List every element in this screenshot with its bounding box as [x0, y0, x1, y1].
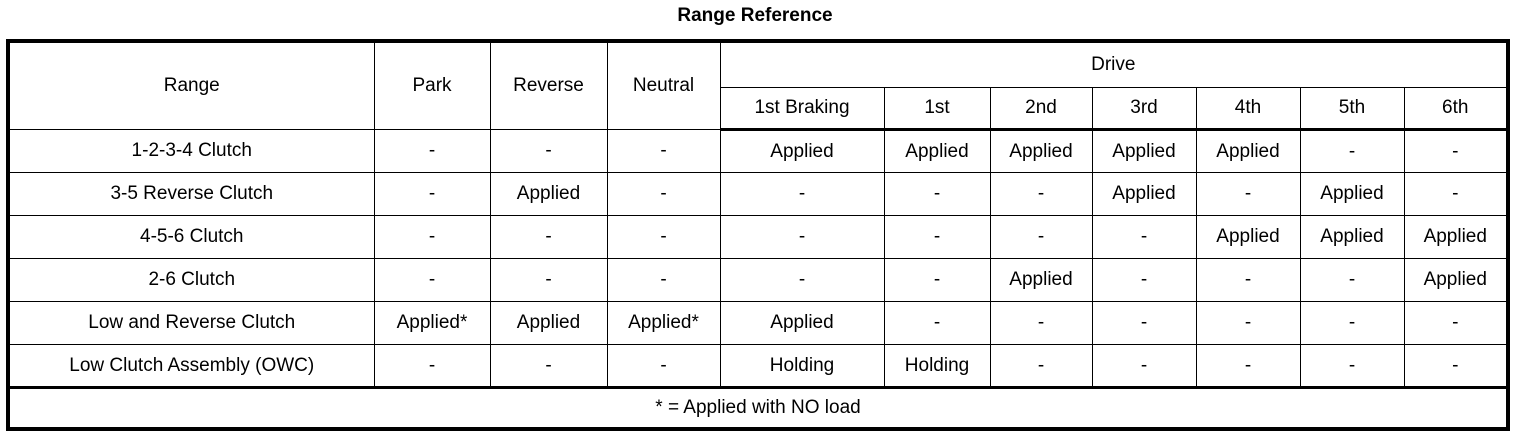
- table-row: 3-5 Reverse Clutch - Applied - - - - App…: [7, 171, 1509, 216]
- cell-6th: -: [1403, 128, 1509, 173]
- cell-4th: Applied: [1195, 128, 1301, 173]
- table-row: Low and Reverse Clutch Applied* Applied …: [7, 300, 1509, 345]
- cell-3rd: Applied: [1091, 128, 1197, 173]
- cell-1st-braking: -: [719, 257, 885, 302]
- cell-4th: -: [1195, 300, 1301, 345]
- column-header-range: Range: [7, 40, 375, 130]
- cell-5th: -: [1299, 257, 1405, 302]
- cell-1st-braking: Applied: [719, 128, 885, 173]
- cell-1st: -: [883, 171, 991, 216]
- cell-5th: -: [1299, 300, 1405, 345]
- footnote-text: * = Applied with NO load: [7, 385, 1509, 430]
- cell-1st: Holding: [883, 343, 991, 388]
- table-body: 1-2-3-4 Clutch - - - Applied Applied App…: [7, 128, 1509, 430]
- column-header-6th: 6th: [1403, 86, 1509, 131]
- cell-neutral: Applied*: [606, 300, 721, 345]
- cell-neutral: -: [606, 257, 721, 302]
- cell-park: -: [373, 171, 491, 216]
- cell-reverse: Applied: [489, 300, 608, 345]
- cell-5th: -: [1299, 343, 1405, 388]
- column-header-1st-braking: 1st Braking: [719, 86, 885, 131]
- cell-1st-braking: Applied: [719, 300, 885, 345]
- cell-6th: -: [1403, 300, 1509, 345]
- cell-reverse: -: [489, 214, 608, 259]
- cell-park: -: [373, 257, 491, 302]
- row-label: Low Clutch Assembly (OWC): [7, 343, 375, 388]
- cell-park: -: [373, 214, 491, 259]
- cell-1st: -: [883, 214, 991, 259]
- cell-1st: Applied: [883, 128, 991, 173]
- page-title: Range Reference: [0, 0, 1520, 25]
- cell-park: -: [373, 128, 491, 173]
- cell-3rd: -: [1091, 343, 1197, 388]
- cell-park: Applied*: [373, 300, 491, 345]
- cell-6th: Applied: [1403, 214, 1509, 259]
- cell-3rd: -: [1091, 300, 1197, 345]
- cell-5th: Applied: [1299, 171, 1405, 216]
- cell-6th: Applied: [1403, 257, 1509, 302]
- column-header-reverse: Reverse: [489, 40, 608, 130]
- cell-1st: -: [883, 300, 991, 345]
- cell-3rd: -: [1091, 214, 1197, 259]
- cell-reverse: -: [489, 343, 608, 388]
- column-header-1st: 1st: [883, 86, 991, 131]
- cell-4th: -: [1195, 343, 1301, 388]
- cell-6th: -: [1403, 343, 1509, 388]
- cell-1st-braking: -: [719, 171, 885, 216]
- column-group-header-drive: Drive: [719, 40, 1509, 88]
- cell-3rd: -: [1091, 257, 1197, 302]
- cell-2nd: -: [989, 300, 1093, 345]
- row-label: 1-2-3-4 Clutch: [7, 128, 375, 173]
- cell-2nd: Applied: [989, 128, 1093, 173]
- table-footnote-row: * = Applied with NO load: [7, 385, 1509, 430]
- table-header-sub-row: 1st Braking 1st 2nd 3rd 4th 5th 6th: [8, 86, 1509, 131]
- column-header-2nd: 2nd: [989, 86, 1093, 131]
- cell-4th: -: [1195, 257, 1301, 302]
- range-reference-table-container: Range Park Reverse Neutral Drive 1st Bra…: [6, 39, 1511, 431]
- table-row: Low Clutch Assembly (OWC) - - - Holding …: [7, 343, 1509, 388]
- cell-2nd: -: [989, 343, 1093, 388]
- cell-5th: -: [1299, 128, 1405, 173]
- table-row: 4-5-6 Clutch - - - - - - - Applied Appli…: [7, 214, 1509, 259]
- column-header-4th: 4th: [1195, 86, 1301, 131]
- column-header-5th: 5th: [1299, 86, 1405, 131]
- page-title-text: Range Reference: [677, 5, 833, 26]
- row-label: Low and Reverse Clutch: [7, 300, 375, 345]
- cell-5th: Applied: [1299, 214, 1405, 259]
- column-header-3rd: 3rd: [1091, 86, 1197, 131]
- cell-4th: -: [1195, 171, 1301, 216]
- table-row: 2-6 Clutch - - - - - Applied - - - Appli…: [7, 257, 1509, 302]
- cell-park: -: [373, 343, 491, 388]
- cell-1st: -: [883, 257, 991, 302]
- table-row: 1-2-3-4 Clutch - - - Applied Applied App…: [7, 128, 1509, 173]
- cell-3rd: Applied: [1091, 171, 1197, 216]
- cell-6th: -: [1403, 171, 1509, 216]
- cell-1st-braking: Holding: [719, 343, 885, 388]
- cell-2nd: -: [989, 214, 1093, 259]
- cell-reverse: -: [489, 128, 608, 173]
- cell-1st-braking: -: [719, 214, 885, 259]
- cell-neutral: -: [606, 171, 721, 216]
- row-label: 2-6 Clutch: [7, 257, 375, 302]
- row-label: 3-5 Reverse Clutch: [7, 171, 375, 216]
- row-label: 4-5-6 Clutch: [7, 214, 375, 259]
- cell-2nd: -: [989, 171, 1093, 216]
- table-header-group-row: Range Park Reverse Neutral Drive: [7, 40, 1509, 130]
- cell-neutral: -: [606, 343, 721, 388]
- cell-4th: Applied: [1195, 214, 1301, 259]
- cell-reverse: -: [489, 257, 608, 302]
- column-header-neutral: Neutral: [606, 40, 721, 130]
- cell-neutral: -: [606, 128, 721, 173]
- table-header: Range Park Reverse Neutral Drive 1st Bra…: [7, 40, 1509, 131]
- cell-reverse: Applied: [489, 171, 608, 216]
- column-header-park: Park: [373, 40, 491, 130]
- range-reference-table: Range Park Reverse Neutral Drive 1st Bra…: [6, 39, 1511, 431]
- cell-2nd: Applied: [989, 257, 1093, 302]
- cell-neutral: -: [606, 214, 721, 259]
